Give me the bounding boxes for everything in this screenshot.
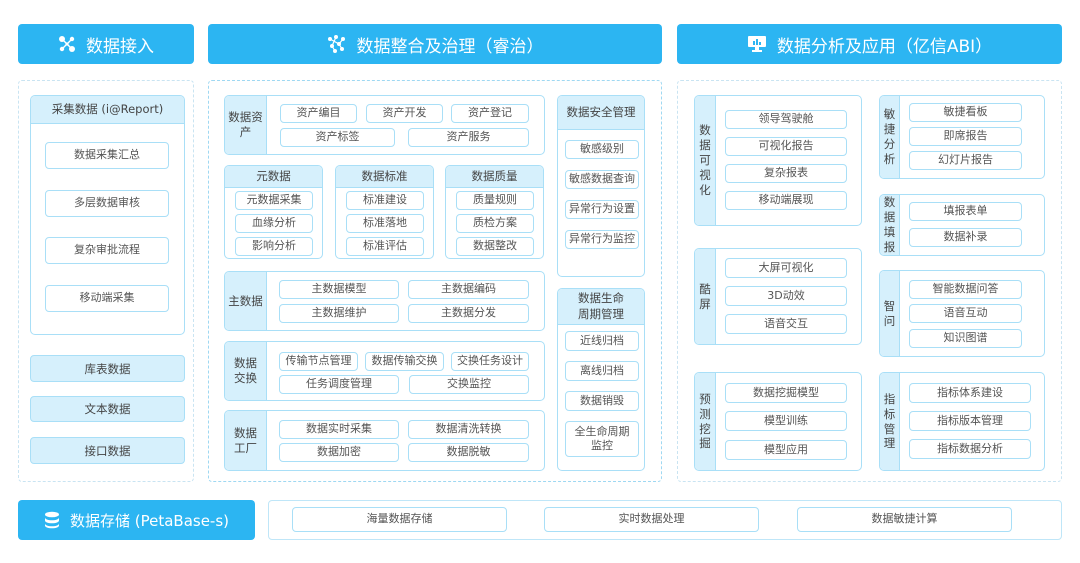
metadata-item[interactable]: 元数据采集 xyxy=(235,191,313,210)
header-title: 数据整合及治理（睿治） xyxy=(356,36,544,57)
metadata-title: 元数据 xyxy=(225,166,322,188)
lifecycle-item[interactable]: 数据销毁 xyxy=(565,391,639,411)
network-nodes-icon xyxy=(59,36,75,52)
header-title: 数据接入 xyxy=(86,36,154,57)
smart-ask-label: 智问 xyxy=(880,271,900,356)
indicator-item[interactable]: 指标版本管理 xyxy=(909,411,1031,431)
data-quality-title: 数据质量 xyxy=(446,166,543,188)
exchange-item[interactable]: 传输节点管理 xyxy=(279,352,358,371)
mining-item[interactable]: 模型训练 xyxy=(725,411,847,431)
standard-item[interactable]: 标准评估 xyxy=(346,237,424,256)
access-panel xyxy=(18,80,194,482)
master-item[interactable]: 主数据模型 xyxy=(279,280,399,299)
storage-item[interactable]: 海量数据存储 xyxy=(292,507,507,532)
mining-item[interactable]: 数据挖掘模型 xyxy=(725,383,847,403)
factory-item[interactable]: 数据脱敏 xyxy=(408,443,529,462)
asset-item[interactable]: 资产开发 xyxy=(366,104,443,123)
asset-item[interactable]: 资产编目 xyxy=(280,104,357,123)
factory-item[interactable]: 数据清洗转换 xyxy=(408,420,529,439)
agile-item[interactable]: 敏捷看板 xyxy=(909,103,1022,122)
collect-item[interactable]: 多层数据审核 xyxy=(45,190,169,217)
fill-item[interactable]: 数据补录 xyxy=(909,228,1022,247)
cool-screen-label: 酷屏 xyxy=(695,249,716,344)
metadata-item[interactable]: 影响分析 xyxy=(235,237,313,256)
data-asset-label: 数据资产 xyxy=(225,96,267,154)
lifecycle-item[interactable]: 近线归档 xyxy=(565,331,639,351)
screen-item[interactable]: 3D动效 xyxy=(725,286,847,306)
standard-item[interactable]: 标准建设 xyxy=(346,191,424,210)
visualization-label: 数据可视化 xyxy=(695,96,716,225)
agile-item[interactable]: 即席报告 xyxy=(909,127,1022,146)
indicator-item[interactable]: 指标数据分析 xyxy=(909,439,1031,459)
header-title: 数据分析及应用（亿信ABI） xyxy=(776,36,993,57)
ask-item[interactable]: 语音互动 xyxy=(909,304,1022,323)
source-api-data[interactable]: 接口数据 xyxy=(30,437,185,464)
asset-item[interactable]: 资产登记 xyxy=(451,104,529,123)
quality-item[interactable]: 数据整改 xyxy=(456,237,534,256)
header-data-integration: 数据整合及治理（睿治） xyxy=(208,24,662,64)
indicator-label: 指标管理 xyxy=(880,373,900,470)
data-exchange-label: 数据交换 xyxy=(225,342,267,400)
master-item[interactable]: 主数据维护 xyxy=(279,304,399,323)
integration-panel xyxy=(208,80,662,482)
factory-item[interactable]: 数据实时采集 xyxy=(279,420,399,439)
header-data-storage: 数据存储 (PetaBase-s) xyxy=(18,500,255,540)
predictive-mining-label: 预测挖掘 xyxy=(695,373,716,470)
storage-item[interactable]: 数据敏捷计算 xyxy=(797,507,1012,532)
collect-item[interactable]: 复杂审批流程 xyxy=(45,237,169,264)
visual-item[interactable]: 移动端展现 xyxy=(725,191,847,210)
source-text-data[interactable]: 文本数据 xyxy=(30,396,185,422)
database-icon xyxy=(44,511,59,529)
standard-item[interactable]: 标准落地 xyxy=(346,214,424,233)
storage-item[interactable]: 实时数据处理 xyxy=(544,507,759,532)
monitor-chart-icon xyxy=(747,36,766,52)
security-item[interactable]: 异常行为设置 xyxy=(565,200,639,219)
data-fill-label: 数据填报 xyxy=(880,195,900,255)
data-security-title: 数据安全管理 xyxy=(558,96,644,130)
security-item[interactable]: 敏感数据查询 xyxy=(565,170,639,189)
visual-item[interactable]: 可视化报告 xyxy=(725,137,847,156)
quality-item[interactable]: 质检方案 xyxy=(456,214,534,233)
master-data-label: 主数据 xyxy=(225,272,267,330)
collect-data-title: 采集数据 (i@Report) xyxy=(31,96,184,124)
molecule-icon xyxy=(327,35,345,53)
data-factory-label: 数据工厂 xyxy=(225,411,267,470)
exchange-item[interactable]: 交换任务设计 xyxy=(451,352,529,371)
indicator-item[interactable]: 指标体系建设 xyxy=(909,383,1031,403)
analysis-panel xyxy=(677,80,1062,482)
fill-item[interactable]: 填报表单 xyxy=(909,202,1022,221)
quality-item[interactable]: 质量规则 xyxy=(456,191,534,210)
exchange-item[interactable]: 数据传输交换 xyxy=(365,352,444,371)
master-item[interactable]: 主数据编码 xyxy=(408,280,529,299)
header-data-access: 数据接入 xyxy=(18,24,194,64)
screen-item[interactable]: 大屏可视化 xyxy=(725,258,847,278)
ask-item[interactable]: 智能数据问答 xyxy=(909,280,1022,299)
lifecycle-item[interactable]: 离线归档 xyxy=(565,361,639,381)
exchange-item[interactable]: 交换监控 xyxy=(409,375,529,394)
metadata-item[interactable]: 血缘分析 xyxy=(235,214,313,233)
header-title: 数据存储 (PetaBase-s) xyxy=(69,511,230,530)
data-lifecycle-title: 数据生命周期管理 xyxy=(558,289,644,325)
asset-item[interactable]: 资产标签 xyxy=(280,128,395,147)
agile-item[interactable]: 幻灯片报告 xyxy=(909,151,1022,170)
collect-item[interactable]: 移动端采集 xyxy=(45,285,169,312)
data-standard-title: 数据标准 xyxy=(336,166,433,188)
screen-item[interactable]: 语音交互 xyxy=(725,314,847,334)
security-item[interactable]: 异常行为监控 xyxy=(565,230,639,249)
mining-item[interactable]: 模型应用 xyxy=(725,440,847,460)
master-item[interactable]: 主数据分发 xyxy=(408,304,529,323)
source-table-data[interactable]: 库表数据 xyxy=(30,355,185,382)
lifecycle-item[interactable]: 全生命周期监控 xyxy=(565,421,639,457)
ask-item[interactable]: 知识图谱 xyxy=(909,329,1022,348)
exchange-item[interactable]: 任务调度管理 xyxy=(279,375,399,394)
security-item[interactable]: 敏感级别 xyxy=(565,140,639,159)
header-data-analysis: 数据分析及应用（亿信ABI） xyxy=(677,24,1062,64)
asset-item[interactable]: 资产服务 xyxy=(408,128,529,147)
agile-analysis-label: 敏捷分析 xyxy=(880,96,900,178)
collect-item[interactable]: 数据采集汇总 xyxy=(45,142,169,169)
visual-item[interactable]: 复杂报表 xyxy=(725,164,847,183)
visual-item[interactable]: 领导驾驶舱 xyxy=(725,110,847,129)
storage-panel xyxy=(268,500,1062,540)
factory-item[interactable]: 数据加密 xyxy=(279,443,399,462)
